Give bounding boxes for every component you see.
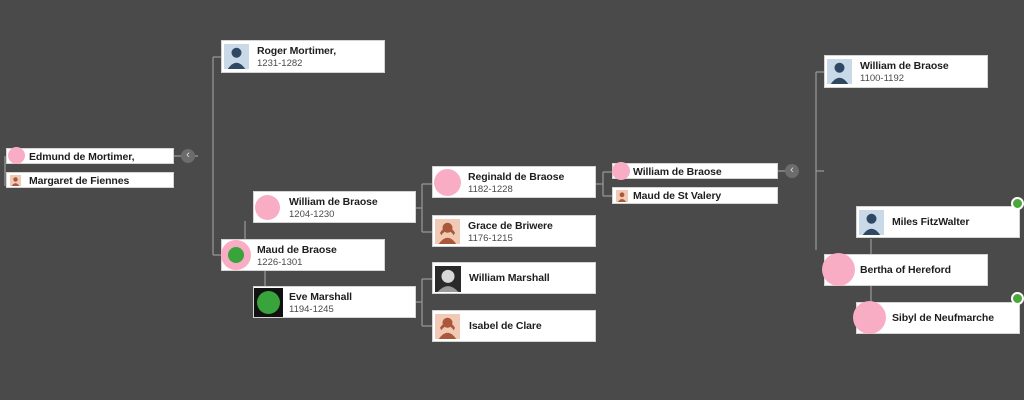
person-name: Bertha of Hereford [860, 264, 951, 276]
person-name: Isabel de Clare [469, 320, 542, 332]
person-card-edmund[interactable]: Edmund de Mortimer, [6, 148, 174, 164]
pink-marker-icon [822, 253, 855, 286]
person-years: 1204-1230 [289, 209, 335, 220]
female-avatar-icon [616, 190, 628, 202]
person-name: William de Braose [633, 166, 722, 178]
female-avatar-icon [435, 314, 460, 339]
male-avatar-icon [224, 44, 249, 69]
green-marker-icon [254, 288, 283, 317]
person-name: Grace de Briwere [468, 220, 553, 232]
female-avatar-icon [435, 219, 460, 244]
person-card-william-1100[interactable]: William de Braose 1100-1192 [824, 55, 988, 88]
person-name: Miles FitzWalter [892, 216, 970, 228]
person-years: 1226-1301 [257, 257, 303, 268]
female-avatar-icon [10, 175, 21, 186]
pink-marker-icon [255, 195, 280, 220]
person-card-maud-st-valery[interactable]: Maud de St Valery [612, 187, 778, 204]
person-name: Edmund de Mortimer, [29, 151, 135, 163]
person-name: Eve Marshall [289, 291, 352, 303]
male-avatar-icon [859, 210, 884, 235]
person-years: 1100-1192 [860, 73, 905, 84]
person-card-william-parent[interactable]: William de Braose [612, 163, 778, 179]
chevron-left-icon[interactable]: ‹ [785, 164, 799, 178]
person-card-maud-1226[interactable]: Maud de Braose 1226-1301 [221, 239, 385, 271]
male-avatar-icon [827, 59, 852, 84]
person-name: William de Braose [289, 196, 378, 208]
person-years: 1182-1228 [468, 184, 513, 195]
chevron-left-icon[interactable]: ‹ [181, 149, 195, 163]
leaf-hint-icon[interactable] [1011, 292, 1024, 305]
pink-marker-icon [853, 301, 886, 334]
person-name: Reginald de Braose [468, 171, 565, 183]
person-name: Maud de St Valery [633, 190, 722, 202]
person-name: Roger Mortimer, [257, 45, 337, 57]
green-marker-icon [228, 247, 244, 263]
person-name: William Marshall [469, 272, 550, 284]
person-card-roger[interactable]: Roger Mortimer, 1231-1282 [221, 40, 385, 73]
pink-marker-icon [8, 147, 25, 164]
person-name: Maud de Braose [257, 244, 337, 256]
person-years: 1176-1215 [468, 233, 513, 244]
portrait-photo-icon [435, 266, 461, 292]
person-card-william-1204[interactable]: William de Braose 1204-1230 [253, 191, 416, 223]
person-card-isabel[interactable]: Isabel de Clare [432, 310, 596, 342]
person-name: William de Braose [860, 60, 949, 72]
person-years: 1231-1282 [257, 58, 303, 69]
person-card-margaret[interactable]: Margaret de Fiennes [6, 172, 174, 188]
person-card-william-marshall[interactable]: William Marshall [432, 262, 596, 294]
person-card-grace[interactable]: Grace de Briwere 1176-1215 [432, 215, 596, 247]
leaf-hint-icon[interactable] [1011, 197, 1024, 210]
pink-marker-icon [434, 169, 461, 196]
person-card-miles[interactable]: Miles FitzWalter [856, 206, 1020, 238]
person-name: Sibyl de Neufmarche [892, 312, 994, 324]
pink-marker-icon [612, 162, 630, 180]
person-years: 1194-1245 [289, 304, 334, 315]
person-name: Margaret de Fiennes [29, 175, 130, 187]
